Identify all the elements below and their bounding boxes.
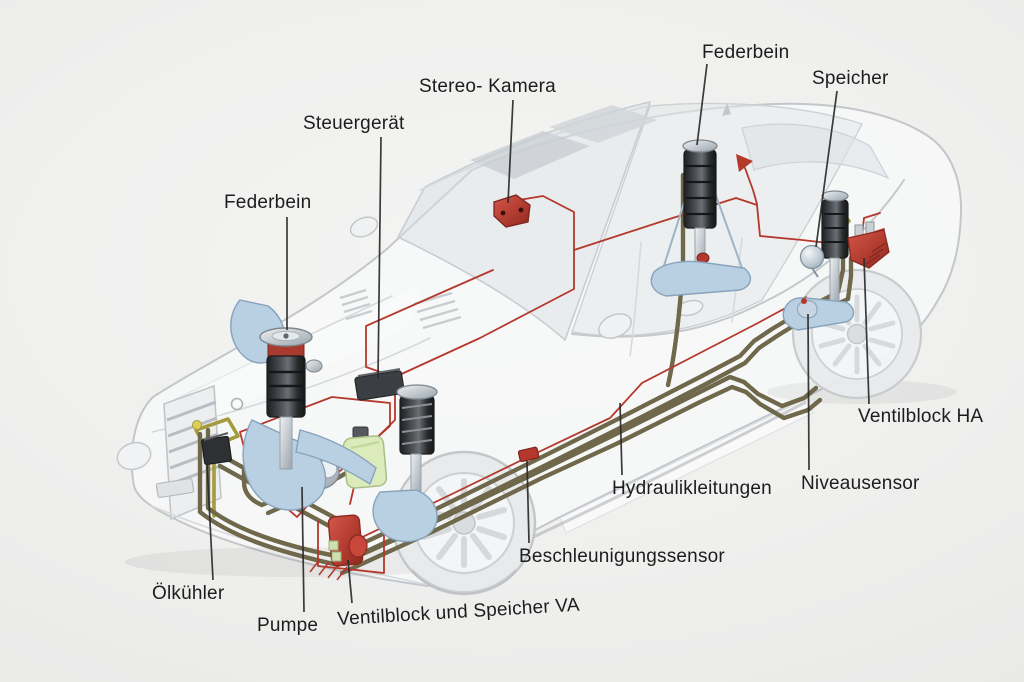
strut-rear-left: [650, 139, 751, 297]
leader-steuergeraet: [377, 136, 382, 380]
label-beschleunigungssensor: Beschleunigungssensor: [519, 546, 725, 567]
rear-axle-wire: [610, 296, 807, 418]
sunroof-panel-rear: [549, 105, 658, 143]
level-sensor: [796, 298, 818, 319]
strut-front-left: [230, 299, 377, 511]
va-hatch-lines: [309, 558, 348, 581]
sunroof-panel-front: [470, 131, 590, 179]
headlight: [116, 441, 152, 471]
leader-niveausensor: [807, 313, 810, 471]
rear-wiring-arrow-stem: [744, 167, 758, 205]
leader-speicher: [815, 90, 838, 248]
label-ventilblock-ha: Ventilblock HA: [858, 406, 984, 427]
license-plate: [155, 477, 195, 499]
rear-wheel: [791, 268, 923, 400]
label-federbein-front: Federbein: [224, 192, 312, 213]
leader-lines: [206, 63, 870, 613]
valve-block-ha: [847, 221, 890, 269]
oil-circuit-cap: [192, 420, 202, 430]
label-steuergeraet: Steuergerät: [303, 113, 405, 134]
rear-wiring-arrow: [736, 154, 753, 172]
leader-beschleunigungssensor: [526, 460, 530, 544]
side-mirror-far: [349, 216, 379, 238]
strut-front-right: [372, 384, 438, 543]
antenna: [722, 103, 731, 116]
va-wiring-box: [317, 520, 385, 574]
oil-cooler: [201, 432, 233, 466]
label-speicher: Speicher: [812, 68, 889, 89]
stereo-camera: [493, 194, 531, 228]
side-mirror-near: [598, 313, 632, 339]
label-pumpe: Pumpe: [257, 615, 319, 636]
rocker-sill: [559, 397, 814, 534]
label-hydraulikleitungen: Hydraulikleitungen: [612, 478, 772, 499]
door-line-front: [629, 241, 642, 357]
hood-star-emblem: [230, 397, 244, 411]
leader-oelkuehler: [206, 462, 214, 581]
label-federbein-rear: Federbein: [702, 42, 790, 63]
leader-ventilblock-va: [347, 559, 353, 604]
control-unit: [354, 368, 405, 401]
leader-stereo-kamera: [507, 99, 514, 204]
label-stereo-kamera: Stereo- Kamera: [419, 76, 556, 97]
wiring-to-rear: [573, 197, 847, 251]
leader-federbein-rear: [696, 63, 708, 146]
label-niveausensor: Niveausensor: [801, 473, 920, 494]
leader-hydraulikleitungen: [619, 402, 623, 476]
rear-window: [741, 123, 890, 180]
leader-pumpe: [301, 486, 305, 613]
acceleration-sensor: [517, 446, 540, 463]
roof-edge: [419, 105, 649, 191]
hood-vent-left: [339, 288, 373, 321]
accumulator-sphere: [799, 244, 825, 278]
cabin-wiring-loop: [365, 195, 575, 378]
label-oelkuehler: Ölkühler: [152, 583, 225, 604]
leader-ventilblock-ha: [863, 257, 870, 405]
